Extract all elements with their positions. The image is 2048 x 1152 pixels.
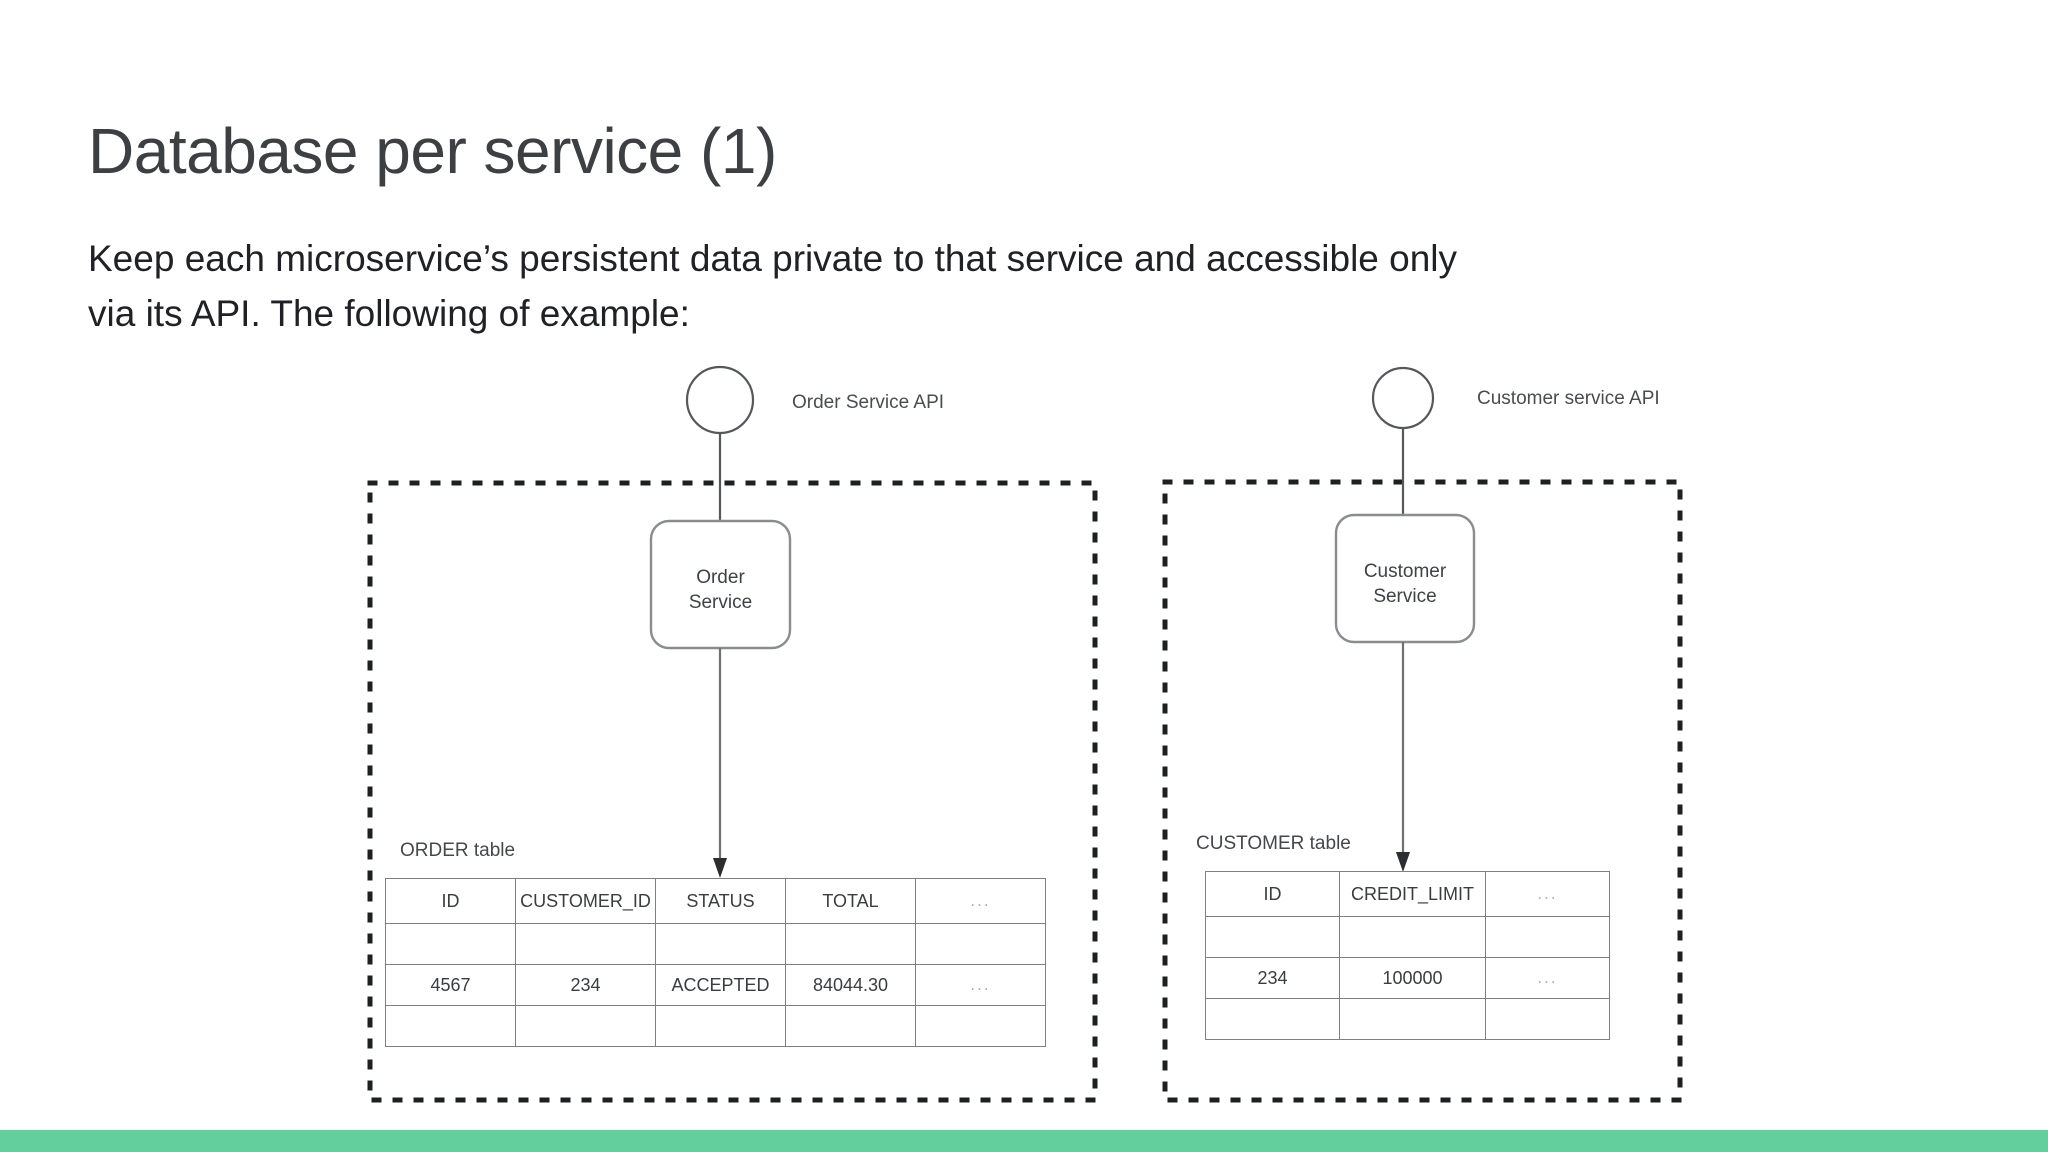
order-table-column-header: TOTAL — [785, 878, 916, 924]
customer-table-cell — [1339, 998, 1486, 1040]
order-table-cell — [785, 923, 916, 965]
order-table-column-header: STATUS — [655, 878, 786, 924]
customer-table-column-header: ID — [1205, 871, 1340, 917]
customer-table-row — [1205, 916, 1610, 958]
order-table-cell: 4567 — [385, 964, 516, 1006]
order-service-label-line-2: Service — [688, 592, 753, 614]
customer-table-cell: ... — [1485, 957, 1610, 999]
order-table-cell — [655, 1005, 786, 1047]
customer-table-caption: CUSTOMER table — [1196, 833, 1351, 854]
order-table-cell: 84044.30 — [785, 964, 916, 1006]
order-table-cell — [915, 923, 1046, 965]
customer-table-column-header: ... — [1485, 871, 1610, 917]
order-table-cell — [385, 1005, 516, 1047]
order-table-cell: ... — [915, 964, 1046, 1006]
order-table-column-header: ... — [915, 878, 1046, 924]
customer-service-api-label: Customer service API — [1477, 388, 1660, 409]
order-table-cell — [655, 923, 786, 965]
footer-accent-bar — [0, 1130, 2048, 1152]
order-api-lollipop-icon — [685, 365, 755, 435]
customer-table-cell: 234 — [1205, 957, 1340, 999]
order-table-cell — [515, 1005, 656, 1047]
customer-service-box-label: Customer Service — [1336, 559, 1474, 609]
order-service-label-line-1: Order — [696, 567, 745, 588]
order-table-cell — [915, 1005, 1046, 1047]
customer-table-cell — [1485, 998, 1610, 1040]
slide-body-text: Keep each microservice’s persistent data… — [88, 232, 1978, 342]
customer-table-row — [1205, 998, 1610, 1040]
order-table-cell: 234 — [515, 964, 656, 1006]
order-table-column-header: ID — [385, 878, 516, 924]
order-table-row — [385, 923, 1046, 965]
customer-table-cell — [1205, 998, 1340, 1040]
page-title: Database per service (1) — [88, 115, 777, 187]
customer-service-to-table-arrowhead — [1396, 852, 1410, 872]
customer-table-cell — [1485, 916, 1610, 958]
customer-table-cell — [1339, 916, 1486, 958]
order-table-row — [385, 1005, 1046, 1047]
order-table-cell: ACCEPTED — [655, 964, 786, 1006]
body-line-1: Keep each microservice’s persistent data… — [88, 238, 1458, 279]
customer-table-cell — [1205, 916, 1340, 958]
order-table-column-header: CUSTOMER_ID — [515, 878, 656, 924]
customer-api-lollipop-icon — [1371, 366, 1435, 430]
order-table-cell — [385, 923, 516, 965]
order-table-cell — [785, 1005, 916, 1047]
order-service-to-table-arrowhead — [713, 858, 727, 878]
order-service-box-label: Order Service — [651, 565, 790, 615]
customer-table-cell: 100000 — [1339, 957, 1486, 999]
order-table-caption: ORDER table — [400, 840, 516, 861]
order-service-api-label: Order Service API — [792, 392, 945, 413]
customer-service-label-line-2: Service — [1373, 586, 1437, 608]
customer-service-label-line-1: Customer — [1363, 561, 1447, 582]
body-line-2: via its API. The following of example: — [88, 292, 690, 334]
order-table-cell — [515, 923, 656, 965]
customer-table-column-header: CREDIT_LIMIT — [1339, 871, 1486, 917]
